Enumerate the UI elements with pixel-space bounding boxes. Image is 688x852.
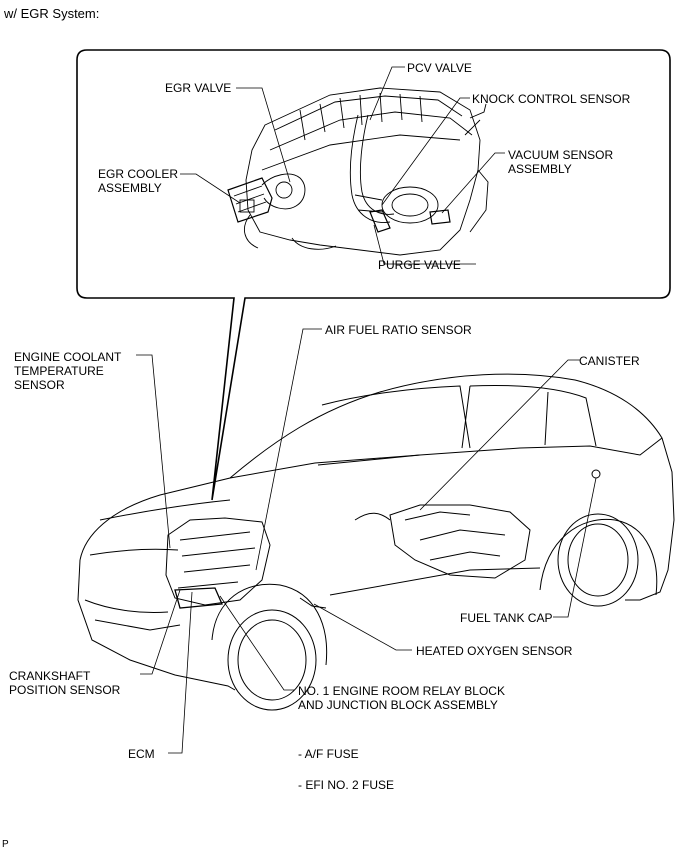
front-wheel [227,609,317,711]
fuse-af: - A/F FUSE [298,747,359,761]
leader-lines [136,66,597,754]
label-egr-valve: EGR VALVE [165,81,232,95]
label-canister: CANISTER [579,354,640,368]
fuel-tank-cap-mark [591,469,601,479]
label-relay-block: NO. 1 ENGINE ROOM RELAY BLOCK AND JUNCTI… [298,684,505,712]
diagram-title: w/ EGR System: [4,6,100,21]
detail-callout-balloon [76,49,671,501]
rear-wheel-arch [539,518,658,596]
fuse-efi-no2: - EFI NO. 2 FUSE [298,778,395,792]
footer-code: P [2,839,9,850]
label-crankshaft-position-sensor: CRANKSHAFT POSITION SENSOR [9,669,121,697]
label-air-fuel-ratio-sensor: AIR FUEL RATIO SENSOR [325,323,472,337]
label-vacuum-sensor-assembly: VACUUM SENSOR ASSEMBLY [508,148,614,176]
label-pcv-valve: PCV VALVE [407,61,472,75]
label-engine-coolant-temperature-sensor: ENGINE COOLANT TEMPERATURE SENSOR [14,350,122,392]
rear-wheel [557,513,639,607]
label-knock-control-sensor: KNOCK CONTROL SENSOR [472,92,631,106]
label-purge-valve: PURGE VALVE [378,258,461,272]
front-wheel-arch [211,583,328,666]
vehicle-drawing [77,373,675,711]
label-heated-oxygen-sensor: HEATED OXYGEN SENSOR [416,644,573,658]
label-ecm: ECM [128,747,155,761]
label-fuel-tank-cap: FUEL TANK CAP [460,611,553,625]
engine-detail-drawing [227,87,489,256]
label-egr-cooler-assembly: EGR COOLER ASSEMBLY [98,167,179,195]
